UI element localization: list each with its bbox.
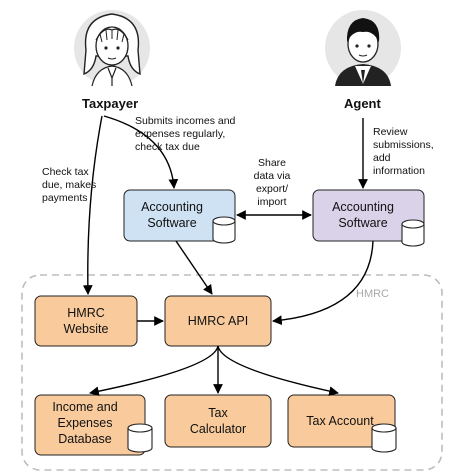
hmrc-website-line2: Website bbox=[64, 322, 109, 336]
taxpayer-avatar bbox=[74, 10, 150, 87]
hmrc-region bbox=[21, 274, 443, 471]
agent-avatar bbox=[325, 10, 401, 86]
tax-account-label: Tax Account bbox=[306, 414, 374, 428]
arrow-taxpayer-to-website bbox=[82, 115, 103, 295]
income-db-line1: Income and bbox=[52, 400, 117, 414]
hmrc-website-box: HMRC Website bbox=[34, 295, 138, 347]
database-icon-agent bbox=[401, 219, 425, 247]
database-icon-income bbox=[127, 423, 153, 453]
income-db-line2: Expenses bbox=[58, 416, 113, 430]
review-label-line1: Review bbox=[373, 126, 408, 138]
arrow-agent-software-to-api bbox=[272, 240, 374, 326]
hmrc-region-label: HMRC bbox=[356, 288, 389, 300]
tax-calculator-box: Tax Calculator bbox=[164, 394, 272, 448]
accounting-software-agent-box: Accounting Software bbox=[312, 189, 425, 242]
check-tax-label-line1: Check tax bbox=[42, 166, 89, 178]
check-tax-label-line3: payments bbox=[42, 192, 88, 204]
database-icon-tax-account bbox=[371, 423, 397, 453]
review-label-line2: submissions, bbox=[373, 139, 434, 151]
submits-label-line3: check tax due bbox=[135, 141, 200, 153]
submits-label-line1: Submits incomes and bbox=[135, 115, 236, 127]
accounting-software-taxpayer-line1: Accounting bbox=[141, 200, 203, 214]
accounting-software-agent-line2: Software bbox=[338, 216, 387, 230]
check-tax-label-line2: due, makes bbox=[42, 179, 96, 191]
share-label-line1: Share bbox=[258, 157, 286, 169]
tax-account-box: Tax Account bbox=[287, 394, 396, 448]
share-label-line3: export/ bbox=[256, 183, 288, 195]
accounting-software-taxpayer-line2: Software bbox=[147, 216, 196, 230]
review-label-line3: add bbox=[373, 152, 391, 164]
accounting-software-taxpayer-box: Accounting Software bbox=[123, 189, 236, 242]
arrow-taxpayer-to-software bbox=[103, 115, 179, 189]
hmrc-website-line1: HMRC bbox=[67, 306, 105, 320]
submits-label-line2: expenses regularly, bbox=[135, 128, 225, 140]
tax-calculator-line2: Calculator bbox=[190, 422, 246, 436]
agent-label: Agent bbox=[344, 96, 382, 111]
arrow-api-to-income-db bbox=[89, 345, 219, 397]
hmrc-api-box: HMRC API bbox=[164, 295, 272, 347]
share-label-line2: data via bbox=[254, 170, 291, 182]
arrow-software-to-api bbox=[175, 240, 213, 295]
review-label-line4: information bbox=[373, 165, 425, 177]
accounting-software-agent-line1: Accounting bbox=[332, 200, 394, 214]
database-icon-taxpayer bbox=[212, 216, 236, 244]
arrow-api-to-tax-account bbox=[217, 345, 339, 396]
income-db-line3: Database bbox=[58, 432, 112, 446]
hmrc-api-label: HMRC API bbox=[188, 314, 248, 328]
tax-calculator-line1: Tax bbox=[208, 406, 228, 420]
share-label-line4: import bbox=[257, 196, 286, 208]
taxpayer-label: Taxpayer bbox=[82, 96, 138, 111]
